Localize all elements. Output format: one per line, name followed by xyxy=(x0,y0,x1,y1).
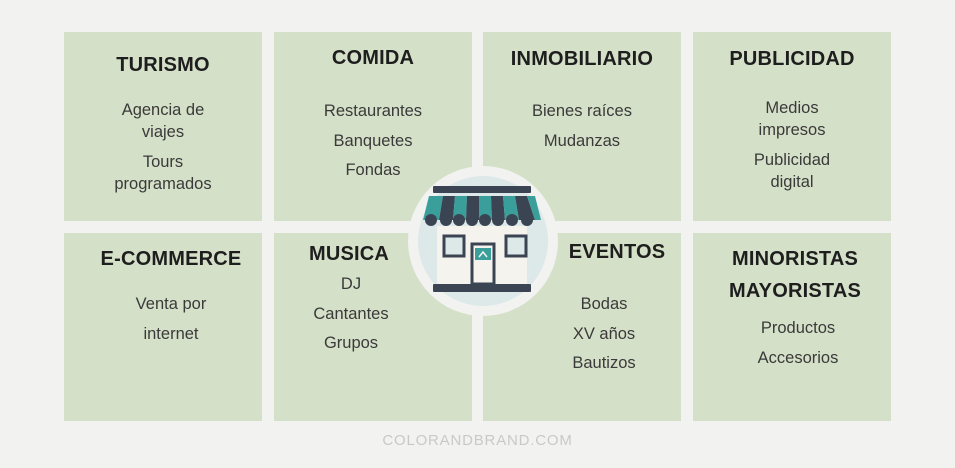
category-item: Cantantes xyxy=(313,304,389,323)
category-title: MUSICA xyxy=(308,243,390,265)
category-tile-musica: MUSICA DJ Cantantes Grupos xyxy=(274,233,472,421)
category-item: Fondas xyxy=(345,161,401,179)
category-tile-comida: COMIDA Restaurantes Banquetes Fondas xyxy=(274,32,472,221)
category-item: Grupos xyxy=(323,334,379,352)
category-item: Accesorios xyxy=(757,348,839,367)
category-title: TURISMO xyxy=(116,54,210,76)
category-tile-ecommerce: E-COMMERCE Venta por internet xyxy=(64,233,262,421)
category-item: Bienes raíces xyxy=(532,102,632,120)
category-title: E-COMMERCE xyxy=(100,248,242,270)
category-item: Bautizos xyxy=(572,354,636,372)
category-title: COMIDA xyxy=(331,47,415,69)
storefront-icon xyxy=(423,186,541,292)
category-item: Agencia de viajes xyxy=(121,101,205,141)
category-item: Medios impresos xyxy=(758,99,826,139)
category-tile-publicidad: PUBLICIDAD Medios impresos Publicidad di… xyxy=(693,32,891,221)
category-title: INMOBILIARIO xyxy=(510,48,654,70)
category-item: Productos xyxy=(760,319,836,337)
category-item: Banquetes xyxy=(333,131,413,150)
category-tile-minoristas: MINORISTAS MAYORISTAS Productos Accesori… xyxy=(693,233,891,421)
category-item: Bodas xyxy=(580,295,628,313)
category-item: Venta por xyxy=(135,295,207,313)
category-item: internet xyxy=(143,324,199,343)
category-tile-inmobiliario: INMOBILIARIO Bienes raíces Mudanzas xyxy=(483,32,681,221)
category-item: Publicidad digital xyxy=(753,150,831,191)
category-title: PUBLICIDAD xyxy=(729,48,855,70)
category-item: Tours programados xyxy=(114,152,212,193)
category-item: XV años xyxy=(572,324,636,343)
category-tile-turismo: TURISMO Agencia de viajes Tours programa… xyxy=(64,32,262,221)
category-title: MINORISTAS MAYORISTAS xyxy=(728,248,862,302)
category-item: DJ xyxy=(340,275,362,293)
category-item: Mudanzas xyxy=(543,131,621,150)
footer-brand: COLORANDBRAND.COM xyxy=(382,432,573,449)
category-item: Restaurantes xyxy=(323,102,423,120)
category-title: EVENTOS xyxy=(568,241,666,263)
